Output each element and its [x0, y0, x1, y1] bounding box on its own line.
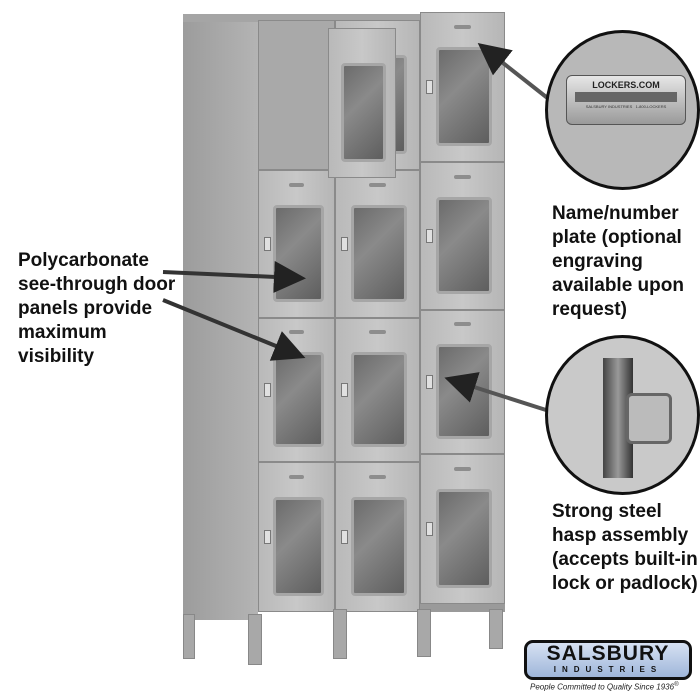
locker-doors	[258, 12, 505, 612]
locker-door[interactable]	[258, 20, 335, 170]
door-latch	[340, 529, 348, 544]
logo-brand: SALSBURY	[546, 642, 670, 665]
door-window	[272, 497, 324, 597]
door-vent	[454, 174, 471, 179]
door-window	[435, 489, 493, 589]
locker-leg	[183, 614, 195, 659]
door-latch	[340, 236, 348, 251]
arrow-plate	[477, 43, 552, 102]
door-latch	[340, 382, 348, 397]
locker-door[interactable]	[420, 162, 505, 310]
locker-leg	[417, 609, 431, 657]
arrow-left-2	[162, 298, 306, 361]
callout-line: hasp assembly	[552, 525, 689, 546]
nameplate-subtitle-right: 1-800-LOCKERS	[635, 104, 667, 109]
callout-line: engraving	[552, 251, 643, 272]
locker-door[interactable]	[258, 170, 335, 318]
left-callout-text: Polycarbonate see-through door panels pr…	[18, 249, 175, 369]
locker-door[interactable]	[420, 454, 505, 604]
callout-line: Polycarbonate	[18, 250, 149, 271]
door-vent	[369, 474, 386, 479]
callout-line: request)	[552, 299, 627, 320]
hasp-loop	[626, 393, 672, 444]
callout-line: maximum	[18, 322, 107, 343]
door-window	[350, 351, 408, 447]
nameplate: LOCKERS.COM SALSBURY INDUSTRIES 1-800-LO…	[566, 75, 686, 125]
door-vent	[454, 24, 471, 29]
door-window	[435, 196, 493, 295]
callout-line: see-through door	[18, 274, 176, 295]
door-latch	[425, 228, 433, 243]
hasp-callout-text: Strong steel hasp assembly (accepts buil…	[552, 500, 698, 596]
door-latch	[425, 374, 433, 389]
callout-line: plate (optional	[552, 227, 682, 248]
locker-door[interactable]	[335, 462, 420, 612]
locker-door[interactable]	[335, 318, 420, 462]
callout-line: panels provide	[18, 298, 153, 319]
door-window	[350, 497, 408, 597]
door-latch	[263, 236, 271, 251]
door-window	[350, 204, 408, 303]
door-latch	[425, 521, 433, 536]
locker-door[interactable]	[335, 170, 420, 318]
registered-mark: ®	[674, 682, 679, 688]
plate-callout-text: Name/number plate (optional engraving av…	[552, 202, 684, 322]
callout-line: (accepts built-in	[552, 549, 698, 570]
callout-line: visibility	[18, 346, 95, 367]
locker-side-panel	[183, 20, 258, 620]
door-vent	[369, 182, 386, 187]
callout-line: Name/number	[552, 203, 679, 224]
arrow-hasp	[444, 372, 547, 412]
nameplate-detail-circle: LOCKERS.COM SALSBURY INDUSTRIES 1-800-LO…	[545, 30, 700, 190]
callout-line: available upon	[552, 275, 684, 296]
locker-door[interactable]	[258, 462, 335, 612]
locker-leg	[333, 609, 347, 659]
logo-tagline: People Committed to Quality Since 1936	[530, 682, 675, 692]
logo-tagline-row: People Committed to Quality Since 1936®	[530, 682, 679, 692]
door-vent	[289, 182, 304, 187]
door-vent	[454, 466, 471, 471]
locker-unit	[183, 12, 505, 665]
door-window	[340, 63, 386, 163]
locker-leg	[489, 609, 503, 649]
door-vent	[289, 474, 304, 479]
arrow-left-1	[162, 260, 306, 293]
door-latch	[263, 529, 271, 544]
door-vent	[454, 322, 471, 327]
callout-line: lock or padlock)	[552, 573, 698, 594]
locker-top	[183, 14, 505, 22]
locker-leg	[248, 614, 262, 665]
nameplate-title: LOCKERS.COM	[592, 80, 660, 90]
nameplate-subtitle-left: SALSBURY INDUSTRIES	[585, 104, 633, 109]
locker-door-open[interactable]	[328, 28, 396, 178]
door-latch	[425, 79, 433, 94]
callout-line: Strong steel	[552, 501, 662, 522]
door-latch	[263, 382, 271, 397]
logo-sub: INDUSTRIES	[553, 665, 663, 674]
salsbury-logo: SALSBURY INDUSTRIES	[524, 640, 692, 680]
door-vent	[369, 330, 386, 335]
hasp-detail-circle	[545, 335, 700, 495]
